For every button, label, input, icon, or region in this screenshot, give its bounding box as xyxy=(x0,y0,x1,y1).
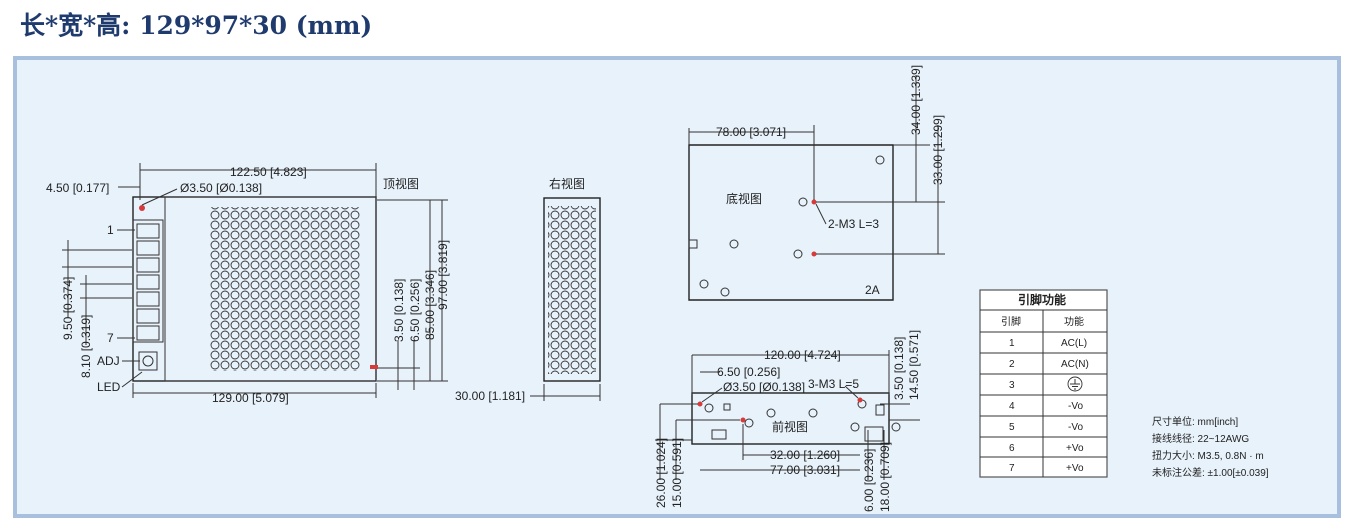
dim-3-50-front: 3.50 [0.138] xyxy=(892,337,906,400)
ground-icon xyxy=(1067,376,1083,392)
mount-hole-marker xyxy=(370,365,378,369)
bottom-view: 底视图 2A 78.00 [3.071] 2-M3 L=3 34.00 [1.3… xyxy=(688,65,945,301)
vent-holes xyxy=(210,207,360,371)
bottom-view-label: 底视图 xyxy=(726,191,762,206)
dim-14-50: 14.50 [0.571] xyxy=(907,330,921,400)
pin-row-5-func: -Vo xyxy=(1068,422,1083,433)
right-vent-holes xyxy=(548,206,596,374)
pin-row-4-func: -Vo xyxy=(1068,401,1083,412)
note-line: 扭力大小: M3.5, 0.8N · m xyxy=(1152,449,1264,462)
pin-row-2-pin: 2 xyxy=(1009,359,1015,370)
dim-6-50-front: 6.50 [0.256] xyxy=(717,365,780,379)
dim-3-50: 3.50 [0.138] xyxy=(392,279,406,342)
right-view-body xyxy=(543,197,601,382)
right-view: 右视图 30.00 [1.181] xyxy=(455,176,601,403)
front-hole-dim: Ø3.50 [Ø0.138] xyxy=(723,380,805,394)
dim-18-00: 18.00 [0.709] xyxy=(878,442,892,512)
spec-notes: 尺寸单位: mm[inch] 接线线径: 22~12AWG 扭力大小: M3.5… xyxy=(1152,415,1269,479)
pin-row-2-func: AC(N) xyxy=(1061,359,1089,370)
front-view-body xyxy=(691,392,890,445)
pin-function-table: 引脚功能 引脚 功能 1 AC(L) 2 AC(N) 3 4 -Vo 5 -Vo… xyxy=(979,289,1108,478)
note-line: 未标注公差: ±1.00[±0.039] xyxy=(1152,466,1269,479)
adj-label: ADJ xyxy=(97,354,120,368)
pin-1-label: 1 xyxy=(107,223,114,237)
page-title: 长*宽*高: 129*97*30 (mm) xyxy=(20,11,373,40)
pin-row-3-pin: 3 xyxy=(1009,380,1015,391)
dim-77-00: 77.00 [3.031] xyxy=(770,463,840,477)
front-screw-label: 3-M3 L=5 xyxy=(808,377,859,391)
dim-9-50: 9.50 [0.374] xyxy=(61,277,75,340)
top-view: 顶视图 122.50 [4.823] 4.50 [0.177] Ø3.50 [Ø… xyxy=(46,163,450,405)
dim-30-00: 30.00 [1.181] xyxy=(455,389,525,403)
dim-33-00: 33.00 [1.299] xyxy=(931,115,945,185)
bottom-mark: 2A xyxy=(865,283,880,297)
dim-120-00: 120.00 [4.724] xyxy=(764,348,841,362)
led-label: LED xyxy=(97,380,121,394)
right-view-label: 右视图 xyxy=(549,176,585,191)
pin-row-4-pin: 4 xyxy=(1009,401,1015,412)
pin-row-6-pin: 6 xyxy=(1009,443,1015,454)
front-view-label: 前视图 xyxy=(772,419,808,434)
front-view: 前视图 120.00 [4.724] 6.50 [0.256] Ø3.50 [Ø… xyxy=(654,330,921,512)
dim-97-00: 97.00 [3.819] xyxy=(436,240,450,310)
dim-129-00: 129.00 [5.079] xyxy=(212,391,289,405)
pin-row-5-pin: 5 xyxy=(1009,422,1015,433)
dim-26-00: 26.00 [1.024] xyxy=(654,438,668,508)
note-line: 尺寸单位: mm[inch] xyxy=(1152,415,1238,428)
note-line: 接线线径: 22~12AWG xyxy=(1152,432,1249,445)
dim-8-10: 8.10 [0.319] xyxy=(79,315,93,378)
pin-col-header: 引脚 xyxy=(1001,315,1021,328)
pin-row-6-func: +Vo xyxy=(1066,443,1084,454)
top-view-cover xyxy=(164,196,377,382)
dim-78-00: 78.00 [3.071] xyxy=(716,125,786,139)
dim-85-00: 85.00 [3.346] xyxy=(423,270,437,340)
dim-hole: Ø3.50 [Ø0.138] xyxy=(180,181,262,195)
pin-row-1-pin: 1 xyxy=(1009,338,1015,349)
func-col-header: 功能 xyxy=(1064,315,1084,328)
terminal-block xyxy=(132,219,164,371)
pin-7-label: 7 xyxy=(107,331,114,345)
dim-122-50: 122.50 [4.823] xyxy=(230,165,307,179)
dim-4-50: 4.50 [0.177] xyxy=(46,181,109,195)
pin-table-title: 引脚功能 xyxy=(1018,292,1066,307)
dim-6-00: 6.00 [0.236] xyxy=(862,449,876,512)
mount-hole-marker xyxy=(139,205,145,211)
dim-15-00: 15.00 [0.591] xyxy=(670,438,684,508)
dim-32-00: 32.00 [1.260] xyxy=(770,448,840,462)
pin-row-7-func: +Vo xyxy=(1066,463,1084,474)
pin-row-7-pin: 7 xyxy=(1009,463,1015,474)
pin-row-1-func: AC(L) xyxy=(1061,338,1087,349)
dim-6-50: 6.50 [0.256] xyxy=(408,279,422,342)
top-view-label: 顶视图 xyxy=(383,176,419,191)
dim-34-00: 34.00 [1.339] xyxy=(909,65,923,135)
bottom-screw-label: 2-M3 L=3 xyxy=(828,217,879,231)
